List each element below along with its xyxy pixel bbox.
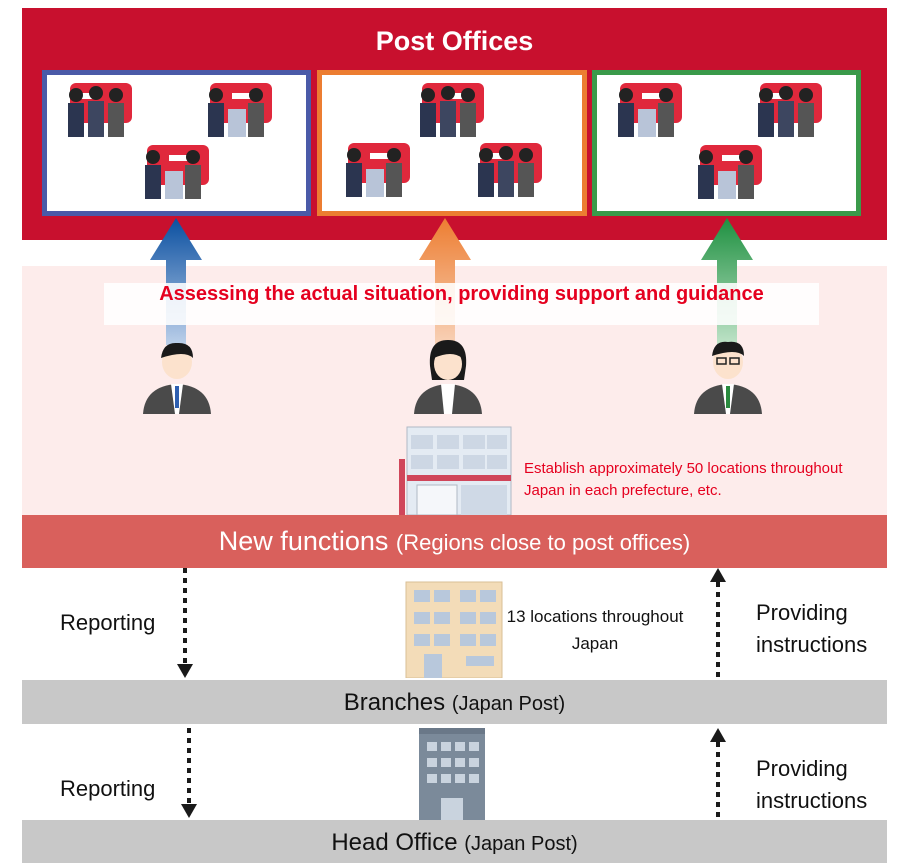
arrow-up-green-icon (701, 218, 753, 345)
post-office-staff-icon (68, 83, 132, 137)
locations-text: 13 locations throughout Japan (506, 607, 684, 653)
branches-label: Branches (343, 689, 446, 716)
staff-member-icon (694, 341, 762, 414)
post-office-staff-icon (420, 83, 484, 137)
support-text: Assessing the actual situation, providin… (159, 283, 764, 305)
post-office-box-orange (317, 70, 587, 216)
post-office-staff-illustration (346, 83, 542, 197)
support-banner (104, 283, 819, 325)
post-office-staff-icon (618, 83, 682, 137)
support-arrows (150, 218, 753, 345)
post-office-staff-icon (478, 143, 542, 197)
arrow-up-blue-icon (150, 218, 202, 345)
branches-bar: Branches (Japan Post) (22, 680, 887, 724)
upper-reporting-label: Reporting (60, 610, 156, 635)
head-office-sublabel: (Japan Post) (464, 833, 578, 855)
post-office-staff-icon (346, 143, 410, 197)
arrow-down-reporting-icon (177, 568, 193, 678)
lower-reporting-label: Reporting (60, 776, 156, 801)
arrow-up-instructions-icon (710, 568, 726, 678)
new-functions-bar: New functions (Regions close to post off… (22, 515, 887, 568)
arrow-up-instructions-icon (710, 728, 726, 818)
head-office-bar: Head Office (Japan Post) (22, 820, 887, 863)
upper-flow-arrows (177, 568, 726, 678)
lower-flow-arrows (181, 728, 726, 818)
head-office-building-icon (419, 728, 485, 822)
head-office-label: Head Office (331, 829, 458, 856)
branches-sublabel: (Japan Post) (451, 693, 566, 715)
post-office-staff-illustration (68, 83, 272, 199)
upper-instructions-label: Providing instructions (756, 600, 868, 657)
new-functions-sublabel: (Regions close to post offices) (395, 530, 691, 555)
post-offices-title: Post Offices (375, 26, 534, 56)
post-office-staff-icon (145, 145, 209, 199)
post-office-box-green (592, 70, 861, 216)
arrow-down-reporting-icon (181, 728, 197, 818)
post-office-box-blue (42, 70, 311, 216)
staff-member-icon (414, 340, 482, 414)
staff-member-icon (143, 342, 211, 414)
post-office-building-icon (399, 426, 512, 515)
post-office-staff-icon (698, 145, 762, 199)
new-functions-label: New functions (218, 526, 389, 556)
branch-building-icon (405, 581, 503, 678)
lower-instructions-label: Providing instructions (756, 756, 868, 813)
post-office-staff-icon (758, 83, 822, 137)
arrow-up-orange-icon (419, 218, 471, 345)
post-office-staff-icon (208, 83, 272, 137)
establish-text: Establish approximately 50 locations thr… (524, 460, 843, 499)
post-office-staff-illustration (618, 83, 822, 199)
